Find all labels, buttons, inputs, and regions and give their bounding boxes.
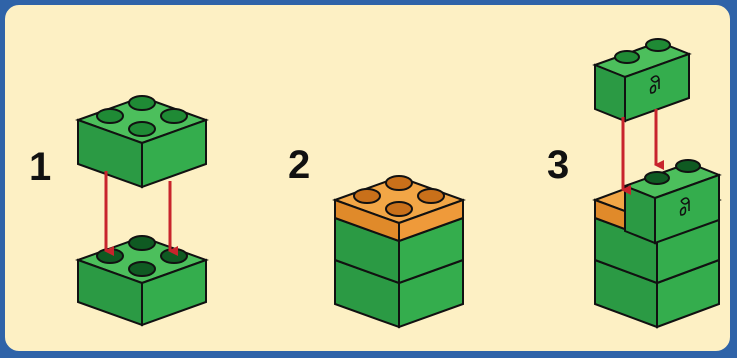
step-2-illustration — [335, 176, 463, 327]
falling-brick — [595, 39, 689, 121]
step-number-3: 3 — [547, 145, 569, 185]
instruction-panel: 1 2 3 — [3, 3, 732, 353]
step-number-2: 2 — [288, 145, 310, 185]
step-number-1: 1 — [29, 147, 51, 187]
step-3-illustration — [595, 39, 719, 327]
step-1-illustration — [78, 96, 206, 325]
bottom-brick — [78, 236, 206, 325]
top-brick — [78, 96, 206, 187]
instruction-illustration — [5, 5, 732, 353]
